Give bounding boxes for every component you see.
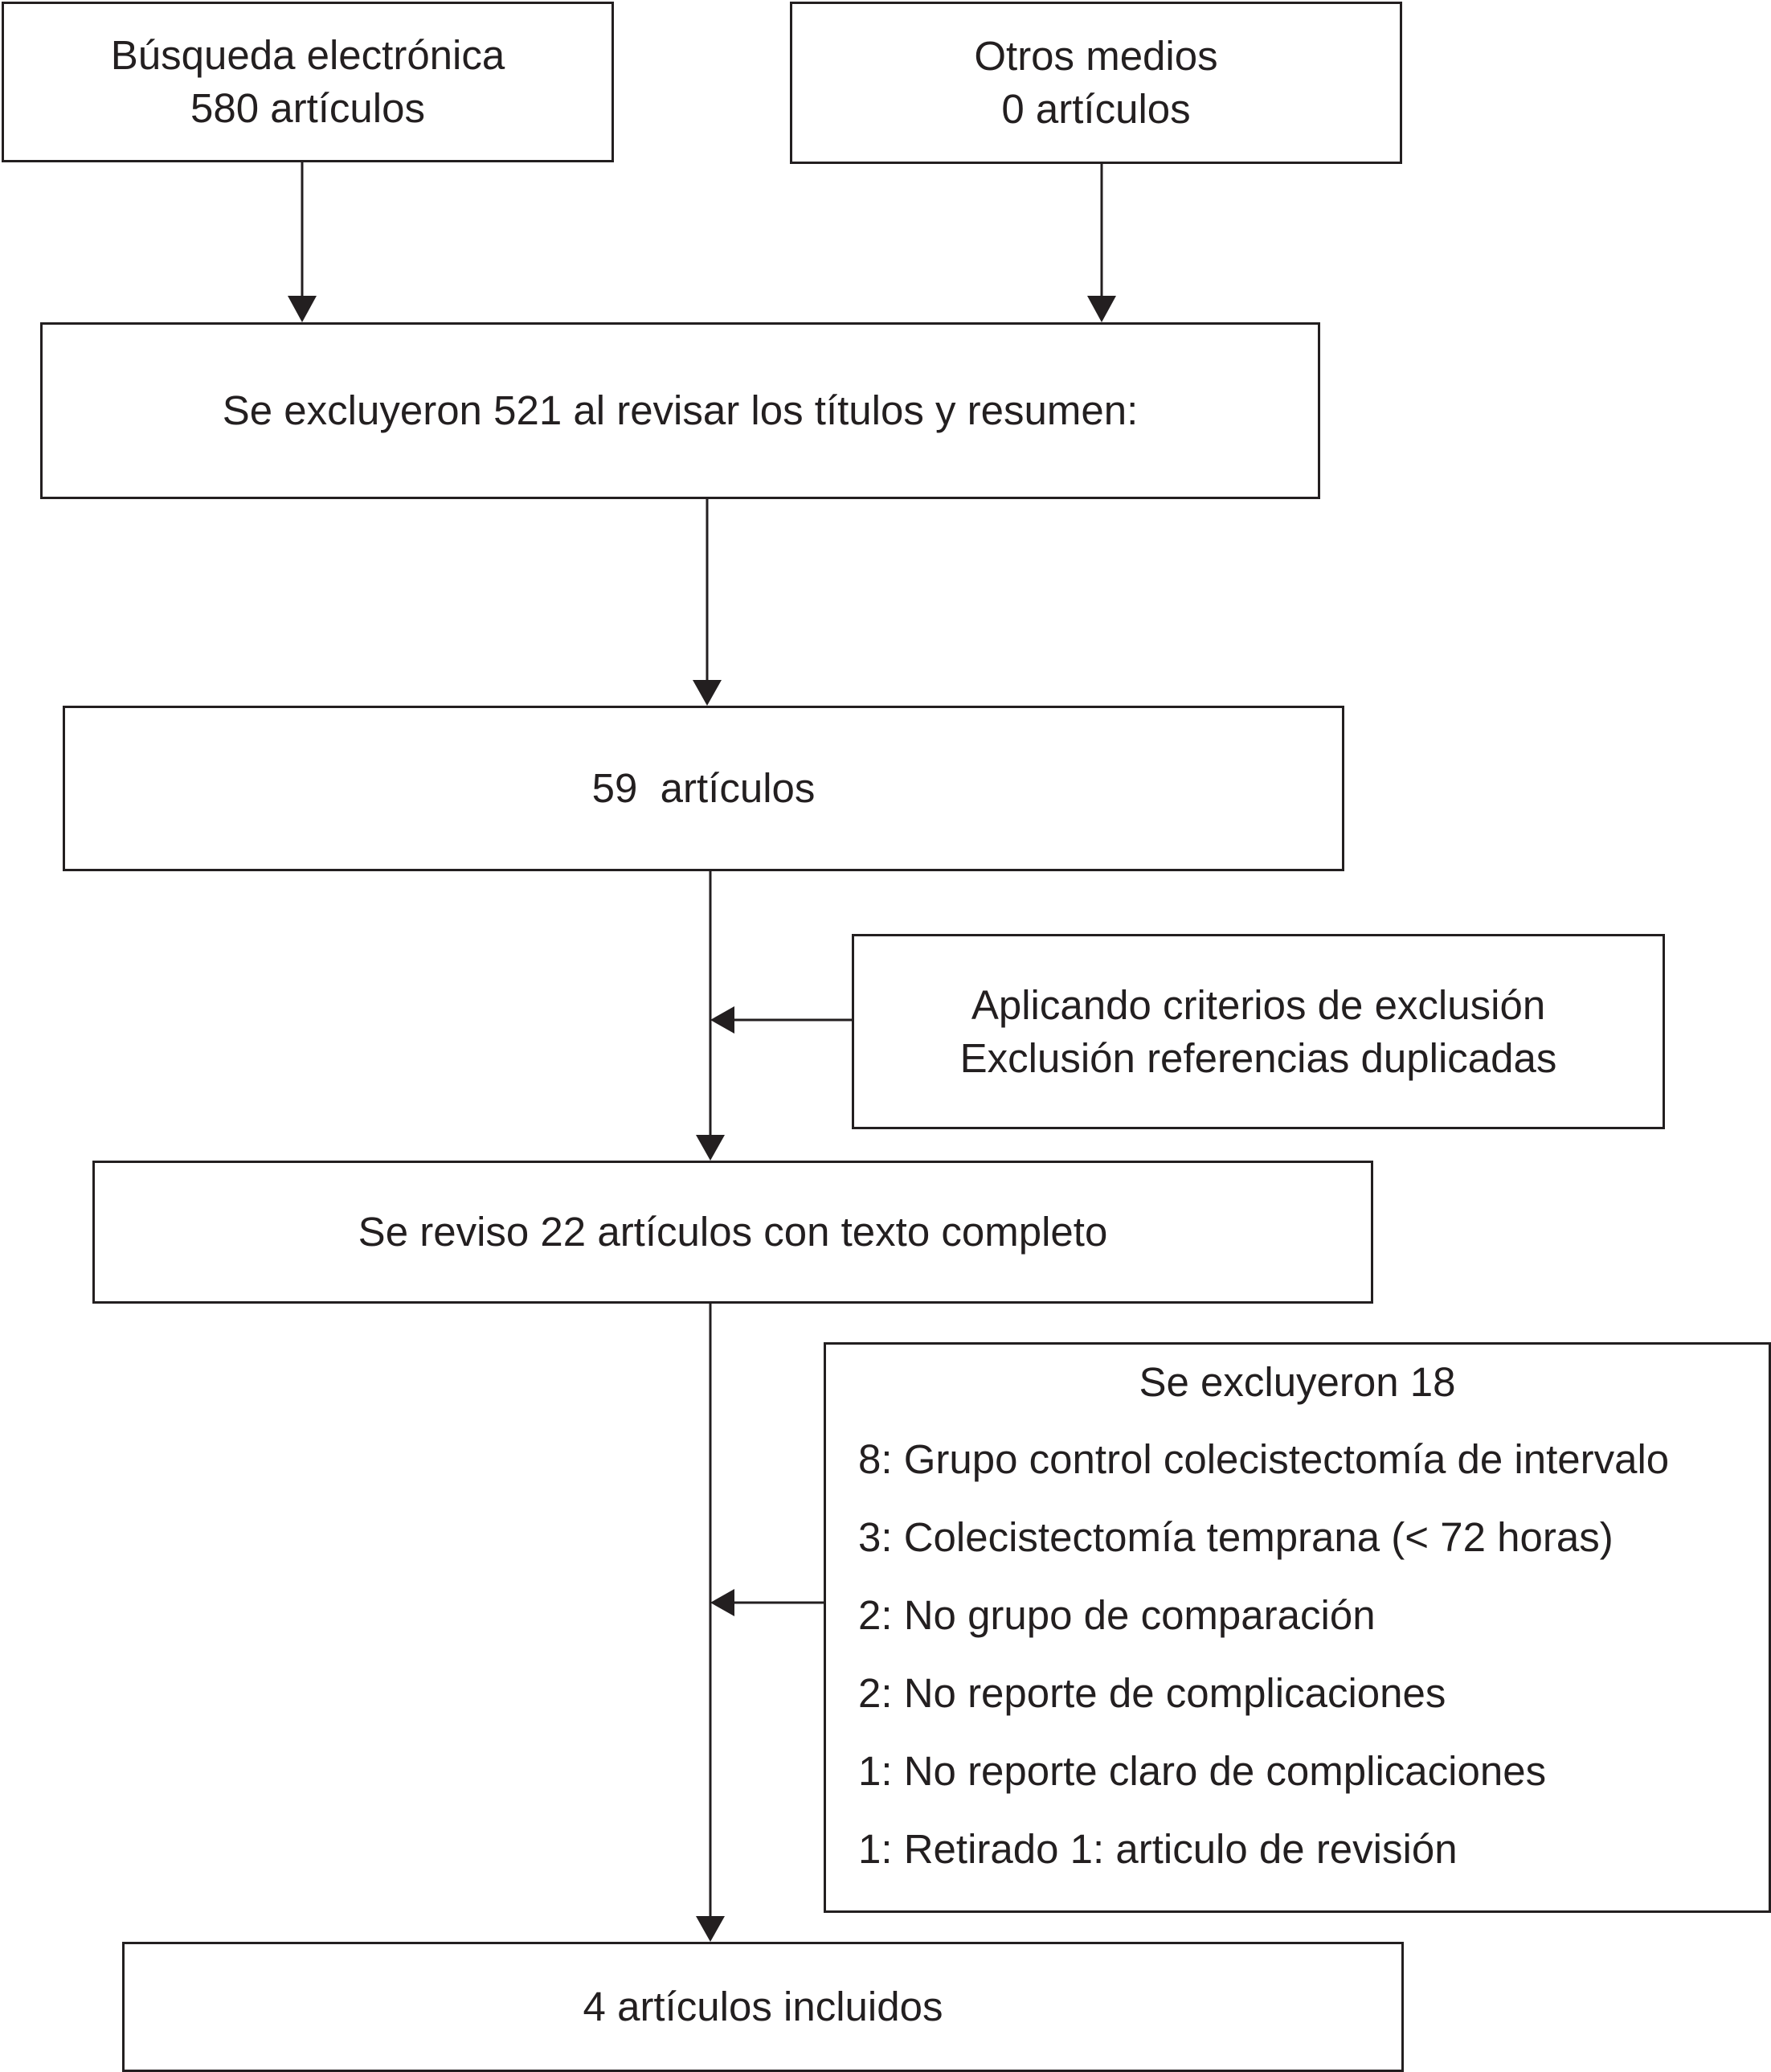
criteria-line-2: Exclusión referencias duplicadas — [959, 1034, 1557, 1081]
box-exclusion-criteria: Aplicando criterios de exclusión Exclusi… — [852, 934, 1665, 1129]
exclusion-reason-item: 3: Colecistectomía temprana (< 72 horas) — [858, 1514, 1614, 1560]
arrowhead-electronic — [288, 296, 317, 322]
box-electronic-search: Búsqueda electrónica 580 artículos — [2, 2, 614, 162]
box-included-articles: 4 artículos incluidos — [122, 1942, 1404, 2072]
final-included-text: 4 artículos incluidos — [583, 1984, 943, 2029]
exclusion-reason-item: 1: Retirado 1: articulo de revisión — [858, 1826, 1458, 1872]
arrowhead-other — [1087, 296, 1116, 322]
box-fulltext-review: Se reviso 22 artículos con texto complet… — [92, 1161, 1373, 1304]
electronic-search-title: Búsqueda electrónica — [110, 32, 505, 78]
criteria-line-1: Aplicando criterios de exclusión — [971, 981, 1546, 1028]
box-other-sources: Otros medios 0 artículos — [790, 2, 1402, 164]
fulltext-text: Se reviso 22 artículos con texto complet… — [358, 1209, 1108, 1255]
arrowhead-fulltext — [696, 1135, 725, 1161]
count-59-text: 59 artículos — [591, 765, 816, 811]
exclusion-reason-item: 1: No reporte claro de complicaciones — [858, 1748, 1547, 1794]
box-excluded-521: Se excluyeron 521 al revisar los títulos… — [40, 322, 1320, 499]
box-excluded-18: Se excluyeron 18 8: Grupo control coleci… — [824, 1342, 1771, 1913]
other-sources-title: Otros medios — [974, 33, 1218, 79]
box-59-articles: 59 artículos — [63, 706, 1344, 871]
exclusion-reason-item: 8: Grupo control colecistectomía de inte… — [858, 1436, 1670, 1482]
excluded-18-title: Se excluyeron 18 — [1139, 1359, 1456, 1405]
excluded-521-text: Se excluyeron 521 al revisar los títulos… — [222, 387, 1139, 433]
exclusion-reason-item: 2: No grupo de comparación — [858, 1592, 1376, 1638]
other-sources-count: 0 artículos — [1001, 86, 1191, 132]
arrowhead-59 — [693, 680, 722, 706]
arrowhead-criteria — [710, 1006, 734, 1034]
arrowhead-excl18 — [710, 1589, 734, 1616]
exclusion-reason-item: 2: No reporte de complicaciones — [858, 1670, 1446, 1716]
arrowhead-final — [696, 1916, 725, 1942]
electronic-search-count: 580 artículos — [190, 85, 425, 131]
